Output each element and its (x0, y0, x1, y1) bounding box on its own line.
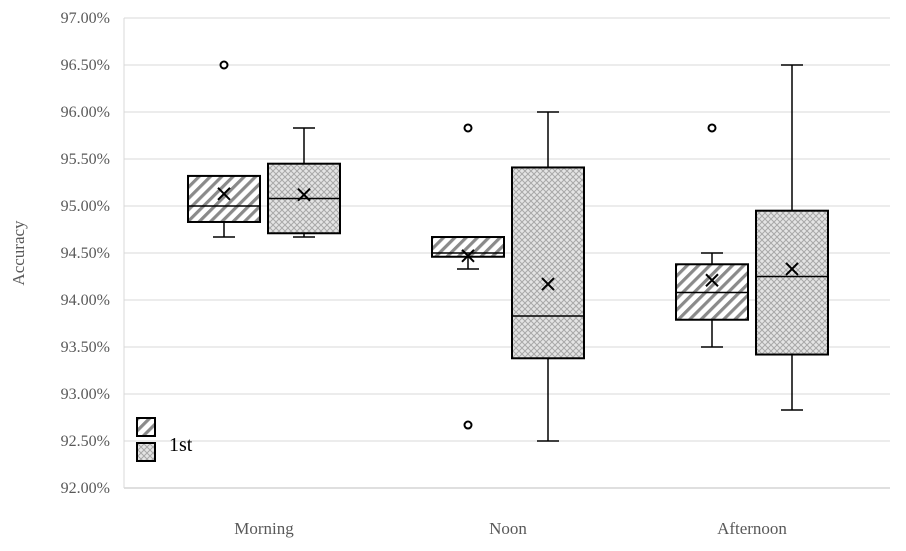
outlier-point (463, 123, 473, 133)
y-tick-label: 97.00% (61, 10, 110, 27)
box-morning-series-1 (187, 60, 261, 238)
y-tick-label: 92.50% (61, 433, 110, 450)
box-noon-series-2 (511, 111, 585, 442)
x-axis: Morning Noon Afternoon (234, 519, 787, 538)
box-iqr (511, 166, 585, 360)
legend: 1st (136, 417, 193, 462)
mean-marker (705, 273, 719, 287)
y-tick-label: 96.00% (61, 104, 110, 121)
legend-swatch-series-2 (136, 442, 156, 462)
outlier-point (219, 60, 229, 70)
y-tick-label: 96.50% (61, 57, 110, 74)
outlier-point (463, 420, 473, 430)
y-axis-title: Accuracy (9, 220, 28, 286)
mean-marker (461, 249, 475, 263)
legend-label: 1st (169, 434, 193, 456)
box-afternoon-series-2 (755, 64, 829, 411)
y-tick-label: 93.00% (61, 386, 110, 403)
plot-area (187, 60, 829, 442)
box-morning-series-2 (267, 127, 341, 238)
x-tick-label: Afternoon (717, 519, 787, 538)
y-tick-label: 95.00% (61, 198, 110, 215)
y-tick-label: 94.50% (61, 245, 110, 262)
box-iqr (187, 174, 261, 223)
box-iqr (755, 209, 829, 356)
mean-marker (217, 187, 231, 201)
y-tick-label: 95.50% (61, 151, 110, 168)
y-tick-label: 94.00% (61, 292, 110, 309)
mean-marker (541, 277, 555, 291)
x-tick-label: Noon (489, 519, 527, 538)
mean-marker (785, 262, 799, 276)
mean-marker (297, 188, 311, 202)
y-axis: 92.00% 92.50% 93.00% 93.50% 94.00% 94.50% 95.0… (61, 10, 125, 497)
box-afternoon-series-1 (675, 123, 749, 348)
box-noon-series-1 (431, 123, 505, 430)
legend-swatch-series-1 (136, 417, 156, 437)
y-tick-label: 92.00% (61, 480, 110, 497)
y-tick-label: 93.50% (61, 339, 110, 356)
box-iqr (431, 236, 505, 258)
x-tick-label: Morning (234, 519, 294, 538)
outlier-point (707, 123, 717, 133)
